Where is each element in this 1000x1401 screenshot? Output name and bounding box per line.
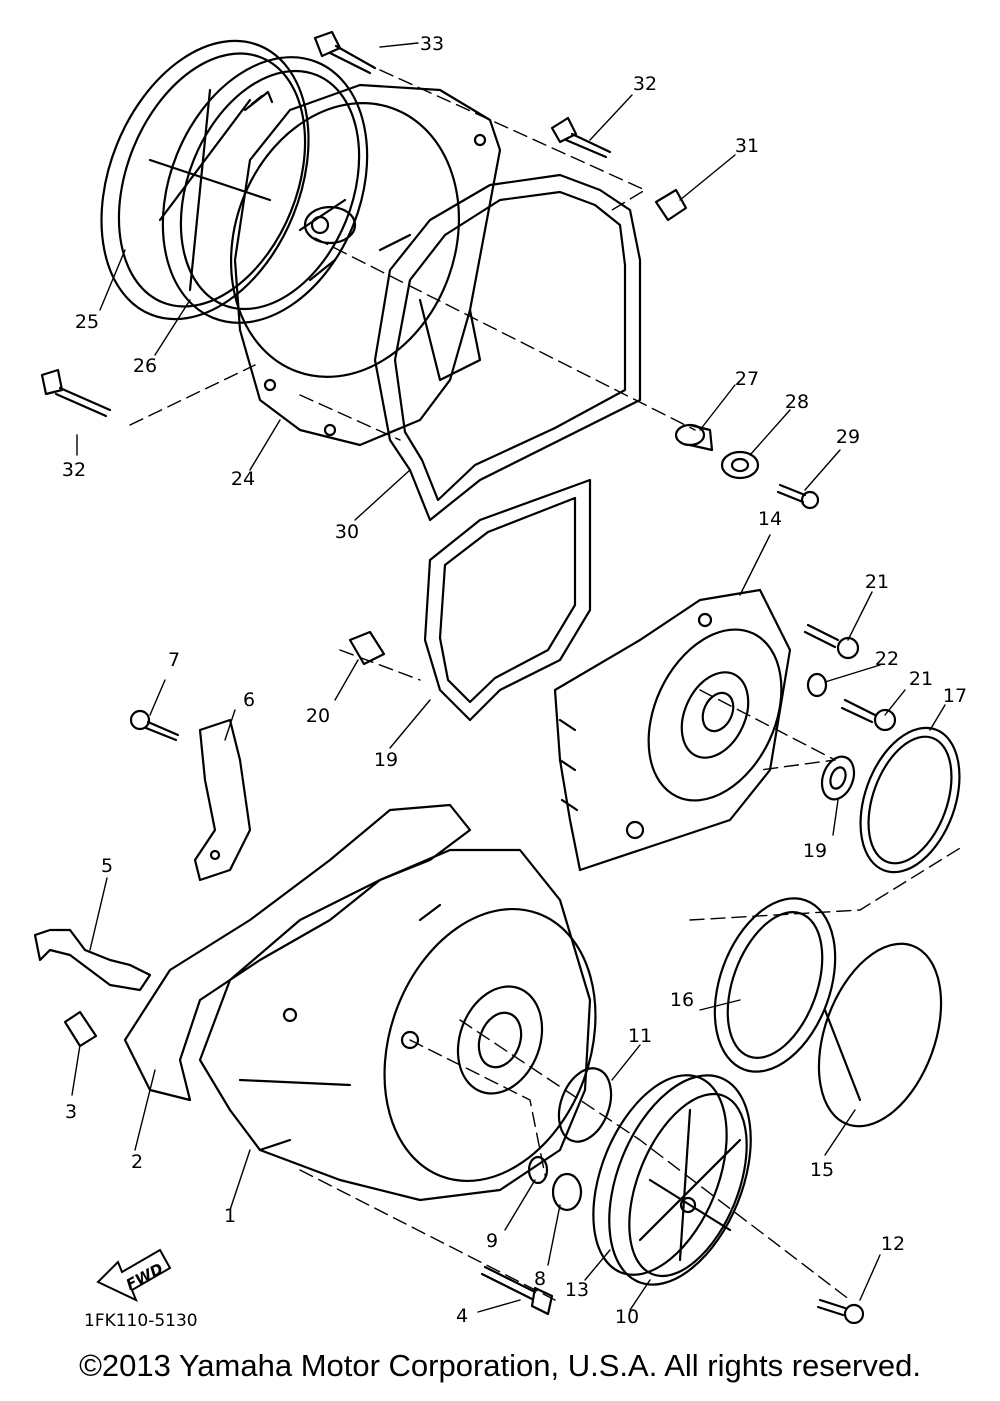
callout-3: 3 xyxy=(65,1101,77,1123)
callout-15: 15 xyxy=(810,1159,834,1181)
part-5-bracket xyxy=(33,928,152,992)
callout-21-lower: 21 xyxy=(909,668,933,690)
callout-24: 24 xyxy=(231,468,255,490)
part-25-outer-cover xyxy=(100,39,310,321)
forward-arrow: FWD xyxy=(96,1248,172,1302)
callout-9: 9 xyxy=(486,1230,498,1252)
callout-12: 12 xyxy=(881,1233,905,1255)
callout-1: 1 xyxy=(224,1205,236,1227)
part-17-circlip xyxy=(859,726,961,874)
part-19-gasket xyxy=(423,478,592,722)
diagram-code: 1FK110-5130 xyxy=(84,1311,198,1331)
alignment-lines xyxy=(129,69,966,1301)
part-9-o-ring xyxy=(527,1155,549,1185)
callout-20: 20 xyxy=(306,705,330,727)
part-11-o-ring xyxy=(557,1067,613,1143)
part-4-bolt xyxy=(480,1265,554,1316)
callout-6: 6 xyxy=(243,689,255,711)
leader-lines xyxy=(71,42,946,1313)
callout-labels: 33 32 31 25 26 32 24 30 27 28 29 14 21 2… xyxy=(62,33,967,1328)
part-32-bolt-lower xyxy=(40,368,112,418)
callout-5: 5 xyxy=(101,855,113,877)
part-22-o-ring xyxy=(806,672,828,698)
callout-32-upper: 32 xyxy=(633,73,657,95)
callout-10: 10 xyxy=(615,1306,639,1328)
part-28-seal xyxy=(720,450,760,480)
part-33-bolt xyxy=(313,30,377,75)
callout-16: 16 xyxy=(670,989,694,1011)
callout-32-lower: 32 xyxy=(62,459,86,481)
part-16-oil-seal xyxy=(713,897,837,1073)
part-3-dowel xyxy=(63,1010,98,1048)
callout-31: 31 xyxy=(735,135,759,157)
callout-2: 2 xyxy=(131,1151,143,1173)
part-26-gasket xyxy=(161,56,369,324)
part-29-screw xyxy=(776,483,820,510)
part-20-dowel xyxy=(348,630,386,666)
callout-29: 29 xyxy=(836,426,860,448)
callout-14: 14 xyxy=(758,508,782,530)
part-19-seal xyxy=(820,755,856,801)
part-6-bracket xyxy=(193,718,252,882)
exploded-parts-diagram: 33 32 31 25 26 32 24 30 27 28 29 14 21 2… xyxy=(33,30,967,1331)
callout-21-upper: 21 xyxy=(865,571,889,593)
part-32-bolt-upper xyxy=(550,116,612,159)
callout-28: 28 xyxy=(785,391,809,413)
part-2-gasket xyxy=(123,803,472,1102)
part-21-bolt-upper xyxy=(803,623,860,660)
callout-13: 13 xyxy=(565,1279,589,1301)
part-14-cover-plate xyxy=(553,588,792,872)
callout-8: 8 xyxy=(534,1268,546,1290)
callout-33: 33 xyxy=(420,33,444,55)
part-7-bolt xyxy=(129,709,180,742)
copyright-notice: ©2013 Yamaha Motor Corporation, U.S.A. A… xyxy=(79,1348,921,1383)
part-30-gasket xyxy=(373,173,642,522)
callout-19-gasket: 19 xyxy=(374,749,398,771)
callout-22: 22 xyxy=(875,648,899,670)
callout-26: 26 xyxy=(133,355,157,377)
callout-25: 25 xyxy=(75,311,99,333)
callout-19-seal: 19 xyxy=(803,840,827,862)
callout-11: 11 xyxy=(628,1025,652,1047)
part-31-dowel xyxy=(654,188,688,222)
callout-7: 7 xyxy=(168,649,180,671)
part-12-screw xyxy=(816,1298,865,1325)
callout-27: 27 xyxy=(735,368,759,390)
fwd-label: FWD xyxy=(123,1260,166,1294)
part-24-cover xyxy=(229,83,502,447)
part-8-plug xyxy=(551,1172,583,1212)
part-21-bolt-lower xyxy=(840,698,897,732)
callout-4: 4 xyxy=(456,1305,468,1327)
part-15-cap xyxy=(817,942,943,1128)
part-10-generator-cover xyxy=(608,1074,752,1286)
callout-17: 17 xyxy=(943,685,967,707)
part-1-crankcase-cover xyxy=(198,848,597,1202)
part-13-gasket xyxy=(592,1074,728,1276)
part-27-collar xyxy=(674,423,714,452)
callout-30: 30 xyxy=(335,521,359,543)
